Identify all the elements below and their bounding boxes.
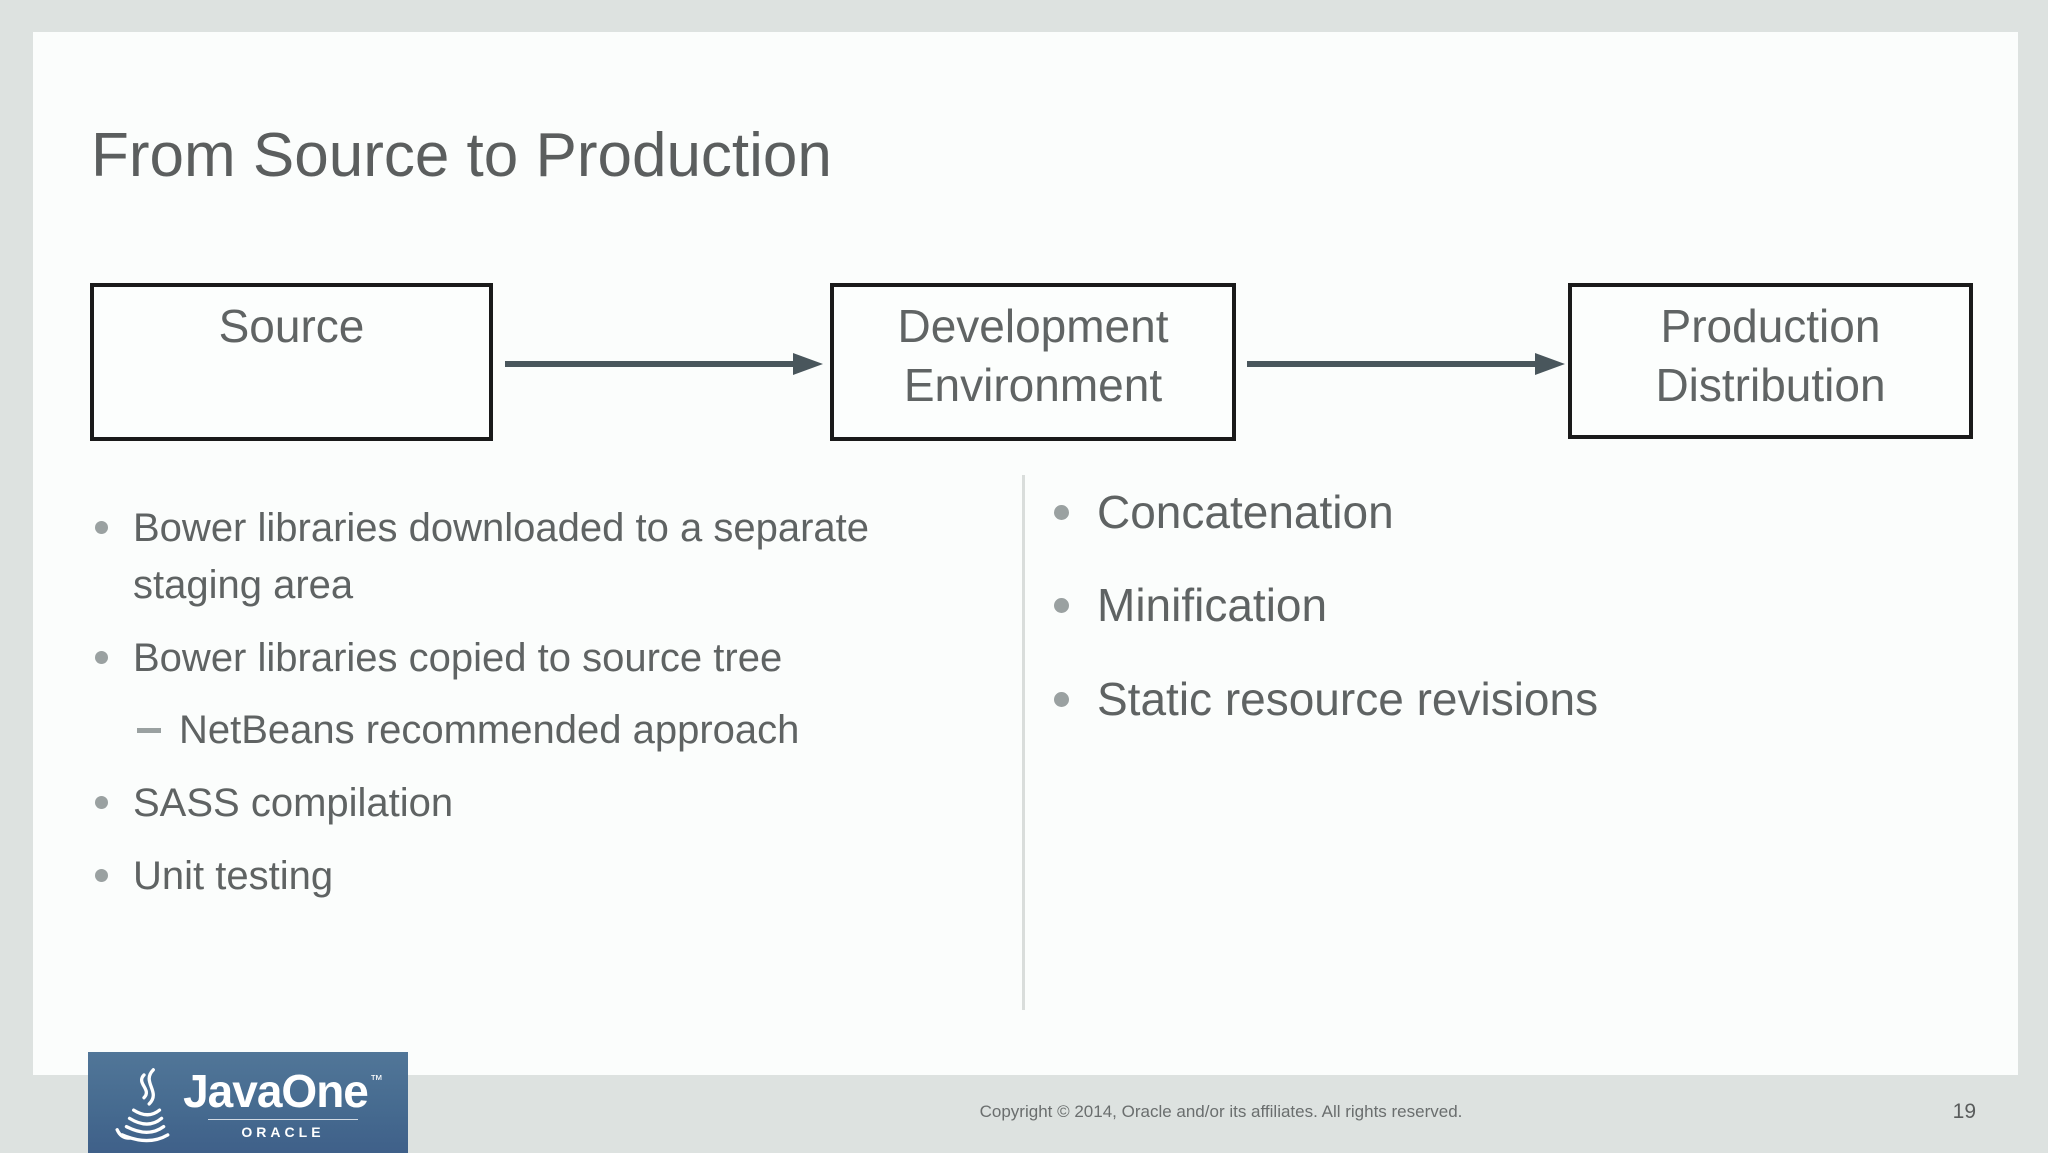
trademark-symbol: ™ bbox=[369, 1072, 383, 1087]
list-item: Minification bbox=[1051, 573, 1931, 637]
footer-copyright: Copyright © 2014, Oracle and/or its affi… bbox=[979, 1102, 1463, 1121]
dash-bullet-icon bbox=[137, 728, 161, 734]
bullet-icon bbox=[1054, 598, 1069, 614]
bullet-text: NetBeans recommended approach bbox=[179, 708, 800, 753]
list-item: Unit testing bbox=[93, 848, 983, 905]
flow-box-production-distribution: Production Distribution bbox=[1568, 283, 1973, 439]
oracle-logo-text: ORACLE bbox=[207, 1118, 358, 1140]
logo-brand-text: JavaOne bbox=[183, 1065, 369, 1117]
javaone-cup-icon bbox=[115, 1068, 170, 1143]
logo-text-block: JavaOne ™ ORACLE bbox=[183, 1066, 383, 1140]
flow-arrow-icon bbox=[503, 350, 825, 378]
bullet-text: Concatenation bbox=[1097, 486, 1394, 538]
flow-box-label: Development Environment bbox=[897, 300, 1169, 411]
list-item: Static resource revisions bbox=[1051, 667, 1931, 731]
left-bullet-list: Bower libraries downloaded to a separate… bbox=[93, 500, 998, 921]
bullet-text: Minification bbox=[1097, 579, 1328, 632]
bullet-icon bbox=[1054, 505, 1069, 520]
bullet-icon bbox=[95, 868, 108, 882]
bullet-text: Bower libraries downloaded to a separate… bbox=[133, 506, 869, 607]
bullet-text: Static resource revisions bbox=[1097, 672, 1599, 725]
flow-box-label: Source bbox=[218, 300, 365, 352]
right-bullet-list: Concatenation Minification Static resour… bbox=[1051, 480, 1931, 760]
bullet-text: Unit testing bbox=[133, 853, 334, 898]
list-item: Bower libraries downloaded to a separate… bbox=[93, 500, 983, 614]
page-number: 19 bbox=[1952, 1100, 1976, 1123]
bullet-text: Bower libraries copied to source tree bbox=[133, 635, 783, 680]
column-divider bbox=[1022, 475, 1025, 1010]
bullet-icon bbox=[95, 796, 108, 810]
flow-box-development-environment: Development Environment bbox=[830, 283, 1236, 441]
flow-box-source: Source bbox=[90, 283, 493, 441]
javaone-logo: JavaOne ™ ORACLE bbox=[88, 1052, 408, 1153]
list-item: Bower libraries copied to source tree bbox=[93, 630, 983, 687]
flow-arrow-icon bbox=[1245, 350, 1567, 378]
bullet-text: SASS compilation bbox=[133, 781, 454, 826]
bullet-icon bbox=[95, 650, 108, 664]
bullet-icon bbox=[95, 521, 108, 534]
slide-canvas: From Source to Production Source Develop… bbox=[33, 32, 2018, 1075]
page-title: From Source to Production bbox=[91, 121, 832, 190]
list-item: SASS compilation bbox=[93, 775, 983, 832]
list-item: Concatenation bbox=[1051, 480, 1931, 544]
flow-box-label: Production Distribution bbox=[1655, 300, 1886, 411]
list-sub-item: NetBeans recommended approach bbox=[137, 702, 998, 759]
bullet-icon bbox=[1054, 691, 1069, 707]
